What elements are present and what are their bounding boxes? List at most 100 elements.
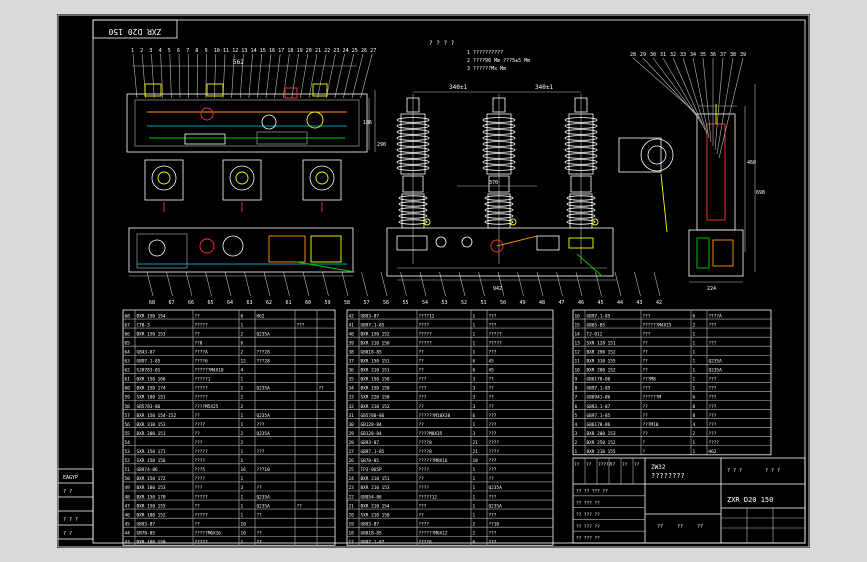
bom-cell: GB93.1-87 [587,404,611,410]
bom-cell: ?? [643,359,649,365]
callout-number: 14 [251,48,257,54]
bom-cell: ?? [195,413,201,419]
callout-leader [718,57,744,159]
bom-cell: 64 [125,349,131,355]
bom-cell: ?? [643,340,649,346]
bom-cell: ??? [489,322,497,328]
revision-cell: ????? [598,462,612,468]
bom-cell: 1 [241,458,244,464]
callout-leader [239,53,244,99]
bom-cell: 16 [575,313,581,319]
bom-cell: 6 [473,368,476,374]
bom-cell: 45 [489,368,495,374]
callout-leader [334,53,345,99]
bom-cell: 6 [693,395,696,401]
sheet-label-1: ? ? ? [727,468,742,474]
approval-row: ?? ?? ??? ?? [576,489,608,495]
callout-leader [205,271,212,297]
bom-cell: ????? [195,540,209,546]
bom-cell: ????8 [419,440,433,446]
approval-row: ?? ??? ?? [576,512,600,518]
bom-cell: ?? [195,313,201,319]
callout-leader [160,53,164,99]
bom-cell: GB97.1-87 [361,540,385,546]
bom-cell: 1 [241,512,244,518]
callout-number: 31 [660,52,666,58]
bom-cell: 51 [125,467,131,473]
pitch-right-dim: 340±1 [535,84,553,91]
bom-cell: ???? [195,458,206,464]
callout-leader [360,53,373,99]
bom-cell: ?? [319,386,325,392]
bom-cell: 2 [241,431,244,437]
bom-cell: 10 [575,368,581,374]
bom-cell: GB6178-86 [587,377,611,383]
bom-cell: ??????M8X16 [419,458,448,464]
bom-cell: ??? [297,322,305,328]
bom-cell: 52 [125,458,131,464]
bom-cell: ??? [709,404,717,410]
callout-number: 52 [461,300,467,306]
bom-cell: 1 [473,485,476,491]
bom-cell: ????? [489,331,503,337]
bom-cell: 67 [125,322,131,328]
callout-leader [692,57,710,139]
bom-cell: 16 [241,467,247,473]
bom-cell: 1 [693,377,696,383]
callout-leader [634,271,641,297]
bom-cell: ???? [489,449,500,455]
bom-cell: ??? [419,377,427,383]
bom-cell: 18 [473,458,479,464]
bom-cell: BXR 100 150 [137,540,166,546]
bom-cell: 1 [473,422,476,428]
callout-number: 47 [559,300,565,306]
bom-cell: 6 [473,413,476,419]
callout-number: 62 [266,300,272,306]
bom-cell: ??? [709,431,717,437]
bom-cell: ???? [419,485,430,491]
bom-cell: ??? [489,494,497,500]
bom-cell: 60 [125,386,131,392]
callout-number: 3 [149,48,152,54]
bom-cell: ??? [195,440,203,446]
bom-cell: 20 [349,512,355,518]
bom-cell: GB97.1-85 [587,386,611,392]
callout-leader [642,57,700,119]
code-box [92,19,178,39]
callout-number: 67 [169,300,175,306]
approval-row: ?? ??? ?? [576,536,600,542]
callout-leader [322,271,329,297]
outer-frame [57,14,810,548]
bom-cell: 21 [349,503,355,509]
side-overall-dim: 698 [756,190,765,196]
callout-number: 33 [680,52,686,58]
callout-number: 27 [370,48,376,54]
bom-cell: ??? [489,530,497,536]
pole-2 [482,94,517,264]
bom-cell: 57 [125,413,131,419]
strip-label-4: ? ? [63,531,72,537]
bom-cell: ???28 [257,349,271,355]
callout-leader [265,53,272,99]
callout-number: 66 [188,300,194,306]
bom-cell: 3 [473,404,476,410]
bom-cell: 21 [473,440,479,446]
callout-number: 60 [305,300,311,306]
bom-cell: BXR 200 153 [587,431,616,437]
callout-number: 64 [227,300,233,306]
bom-cell: 29 [349,431,355,437]
inner-frame [92,19,806,544]
callout-number: 59 [325,300,331,306]
callout-leader [682,57,708,135]
bom-cell: SB5783-86 [137,404,161,410]
bom-cell: 1 [693,340,696,346]
side-base-dim: 224 [707,286,716,292]
callout-leader [214,53,217,99]
bom-cell: BXR 210 151 [361,368,390,374]
bom-cell: ?? [419,476,425,482]
bom-cell: ????? [195,512,209,518]
bom-cell: ??? [709,422,717,428]
bom-cell: GB97.1-85 [361,449,385,455]
bom-cell: 4 [693,422,696,428]
